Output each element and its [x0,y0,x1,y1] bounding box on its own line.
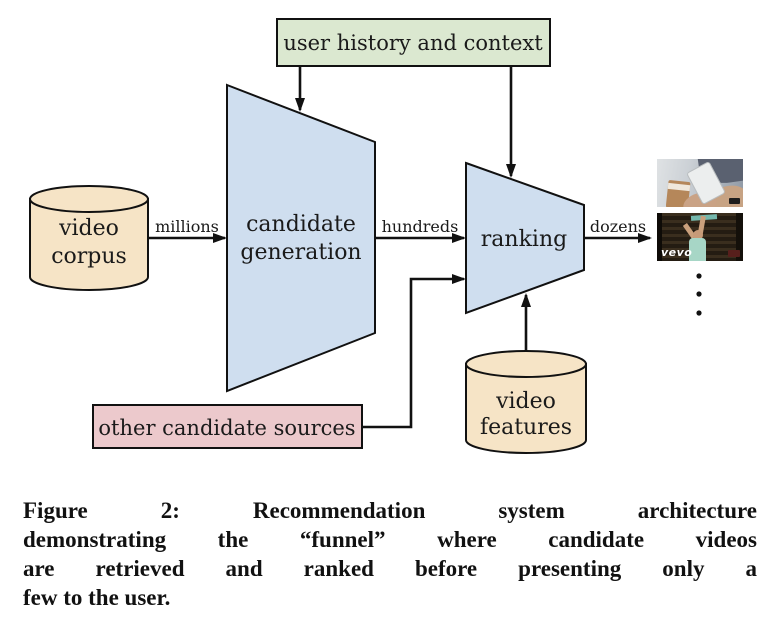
video-features-label-line1: video [495,389,556,414]
millions-label: millions [155,217,219,236]
hundreds-label: hundreds [382,217,459,236]
figure-caption: Figure 2: Recommendation system architec… [23,496,757,612]
candidate-generation-label-line1: candidate [246,212,356,237]
caption-line: few to the user. [23,585,171,610]
video-thumbnail-vevo-dance: vevo [657,213,743,261]
user-history-context-label: user history and context [283,31,543,55]
head-shape [693,230,703,240]
sources-to-ranking-arrow [362,274,466,429]
duration-badge [729,198,740,204]
recommendation-architecture-diagram: candidate generation ranking user histor… [29,18,702,454]
candidate-generation-label-line2: generation [240,240,361,265]
caption-line: demonstrating the “funnel” where candida… [23,527,757,552]
ellipsis-dot [696,310,702,316]
other-candidate-sources-label: other candidate sources [98,416,355,440]
video-thumbnail-phone-coffee [657,159,743,207]
ellipsis-dot [696,291,702,297]
ellipsis-dot [696,273,702,279]
ranking-funnel [465,161,585,315]
video-corpus-label-line2: corpus [51,244,127,269]
duration-badge [728,250,740,257]
video-corpus-cylinder-body [29,198,149,291]
vevo-logo: vevo [661,246,693,259]
video-corpus-cylinder-top [29,185,149,213]
torso-shape [689,238,706,261]
dozens-label: dozens [590,217,646,236]
video-features-cylinder-top [465,350,587,378]
ranking-label: ranking [481,227,567,252]
video-features-cylinder-body [465,363,587,454]
other-candidate-sources-box [92,404,363,449]
caption-line: Figure 2: Recommendation system architec… [23,498,757,523]
video-corpus-label-line1: video [58,216,119,241]
caption-line: are retrieved and ranked before presenti… [23,556,757,581]
candidate-generation-funnel [226,83,376,393]
user-history-context-box [276,18,551,67]
video-features-label-line2: features [480,415,572,440]
